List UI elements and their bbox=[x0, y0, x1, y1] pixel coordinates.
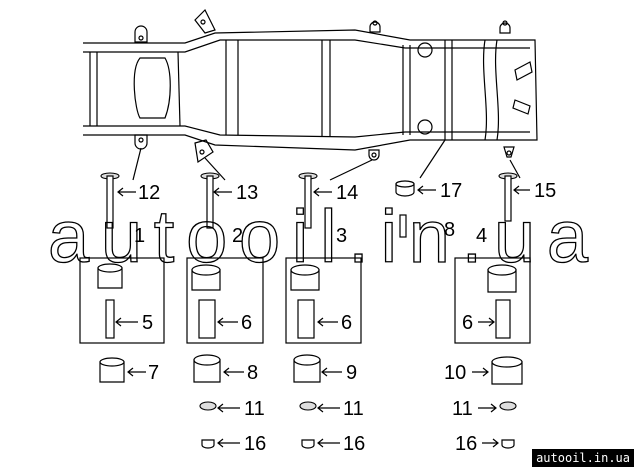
callout-16a: 16 bbox=[244, 433, 266, 455]
bolt-15 bbox=[498, 172, 518, 222]
callout-3: 3 bbox=[336, 225, 347, 247]
callout-11c: 11 bbox=[452, 398, 473, 420]
callout-5: 5 bbox=[142, 312, 153, 334]
callout-12: 12 bbox=[138, 182, 160, 204]
lower-cushions bbox=[99, 354, 523, 449]
callout-6b: 6 bbox=[341, 312, 352, 334]
bolt-14 bbox=[298, 172, 318, 229]
callout-6a: 6 bbox=[241, 312, 252, 334]
vehicle-frame bbox=[83, 8, 538, 164]
callout-1: 1 bbox=[134, 225, 145, 247]
callout-11b: 11 bbox=[343, 398, 364, 420]
box-parts bbox=[97, 263, 517, 339]
arrows bbox=[115, 185, 530, 448]
callout-8: 8 bbox=[247, 362, 258, 384]
bolt-8 bbox=[399, 214, 407, 238]
callout-16b: 16 bbox=[343, 433, 365, 455]
callout-7: 7 bbox=[148, 362, 159, 384]
callout-8-bolt: 8 bbox=[444, 219, 455, 241]
callout-15: 15 bbox=[534, 180, 556, 202]
callout-9: 9 bbox=[346, 362, 357, 384]
bolts bbox=[100, 172, 518, 238]
callout-14: 14 bbox=[336, 182, 358, 204]
watermark: autooil.in.ua bbox=[48, 195, 589, 278]
set-boxes bbox=[79, 257, 531, 344]
callout-13: 13 bbox=[236, 182, 258, 204]
callout-numbers: 12 13 14 17 15 1 2 3 8 4 5 6 6 6 7 8 9 1… bbox=[134, 180, 556, 455]
callout-11a: 11 bbox=[244, 398, 265, 420]
cushion-17 bbox=[395, 180, 415, 197]
callout-16c: 16 bbox=[455, 433, 477, 455]
bolt-12 bbox=[100, 172, 120, 229]
callout-6c: 6 bbox=[462, 312, 473, 334]
bolt-13 bbox=[200, 172, 220, 229]
leader-lines bbox=[132, 139, 521, 181]
callout-10: 10 bbox=[444, 362, 466, 384]
watermark-badge: autooil.in.ua bbox=[532, 449, 634, 467]
callout-2: 2 bbox=[232, 225, 243, 247]
callout-4: 4 bbox=[476, 225, 487, 247]
callout-17: 17 bbox=[440, 180, 462, 202]
